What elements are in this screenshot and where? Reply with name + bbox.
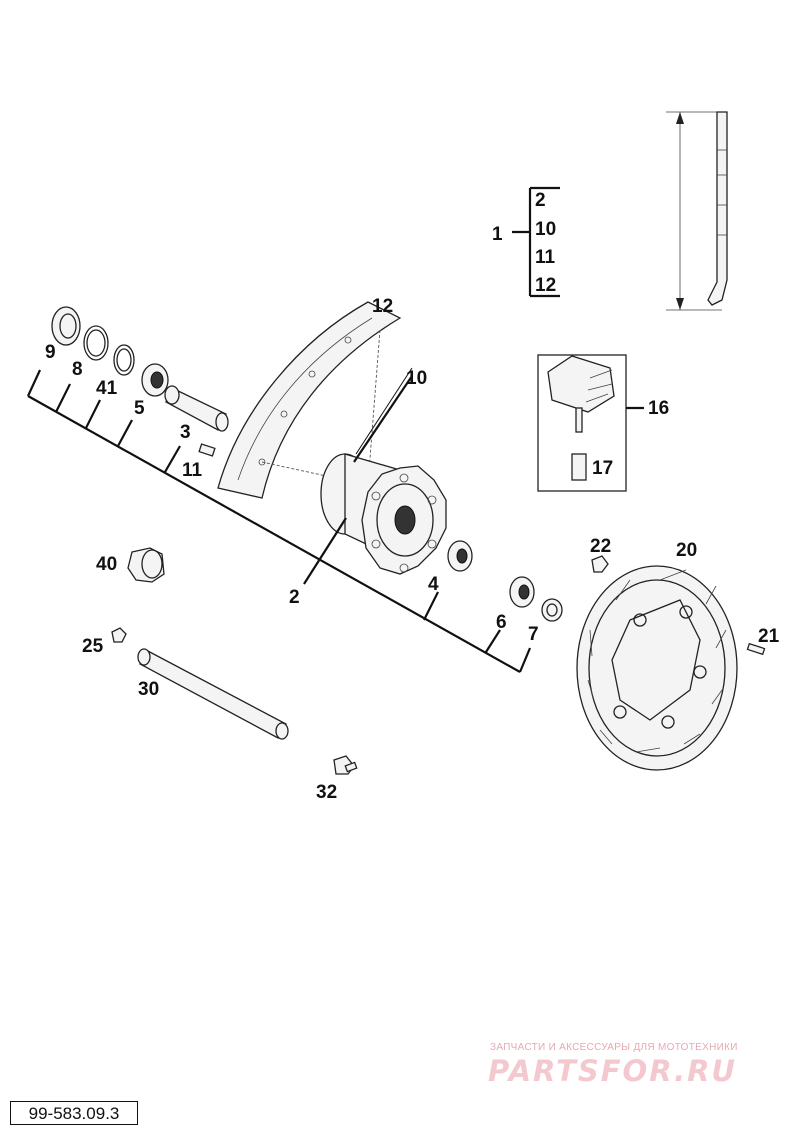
callout-9: 9 [45,342,56,363]
seal-6 [509,576,535,608]
watermark-caption: ЗАПЧАСТИ И АКСЕССУАРЫ ДЛЯ МОТОТЕХНИКИ [490,1042,738,1053]
valve-kit-box [537,354,644,492]
wheel-hub [320,453,447,575]
kit-item-11: 11 [535,247,556,268]
callout-11: 11 [182,460,203,481]
brake-disc [576,565,738,771]
assembly-leader [27,369,532,673]
spoke-part [355,367,413,455]
washer-8 [83,325,109,361]
bolt-21 [746,642,766,656]
callout-10: 10 [406,368,427,389]
callout-25: 25 [82,636,104,657]
spoke-line-1 [261,461,373,487]
spacer-tube [164,385,229,432]
nut-25 [111,627,127,643]
callout-2: 2 [289,587,300,608]
spoke-dimension-drawing [666,111,728,311]
callout-5: 5 [134,398,145,419]
callout-4: 4 [428,574,439,595]
callout-32: 32 [316,782,337,803]
callout-17: 17 [592,458,613,479]
bearing-5 [141,363,169,397]
callout-41: 41 [96,378,118,399]
nut-22 [591,555,609,573]
axle-30 [137,648,289,740]
spoke-line-2 [367,329,381,485]
callout-12: 12 [372,296,393,317]
kit-item-10: 10 [535,219,556,240]
callout-16: 16 [648,398,669,419]
kit-item-12: 12 [535,275,556,296]
kit-group-bracket: 1 2 10 11 12 [492,186,560,298]
callout-22: 22 [590,536,611,557]
callout-21: 21 [758,626,780,647]
callout-3: 3 [180,422,191,443]
spoke-nipple [198,443,216,457]
callout-30: 30 [138,679,159,700]
seal-ring-9 [51,306,81,346]
callout-40: 40 [96,554,117,575]
watermark-logo: PARTSFOR.RU [488,1054,737,1088]
callout-7: 7 [528,624,539,645]
spacer-7 [541,598,563,622]
callout-20: 20 [676,540,697,561]
drawing-code: 99-583.09.3 [10,1101,138,1125]
circlip-41 [113,344,135,376]
callout-6: 6 [496,612,507,633]
kit-item-2: 2 [535,190,546,211]
kit-label: 1 [492,224,503,245]
bearing-4 [447,540,473,572]
callout-8: 8 [72,359,83,380]
axle-spacer-40 [127,547,165,583]
rim-segment [217,301,402,499]
bolt-32 [333,755,358,775]
